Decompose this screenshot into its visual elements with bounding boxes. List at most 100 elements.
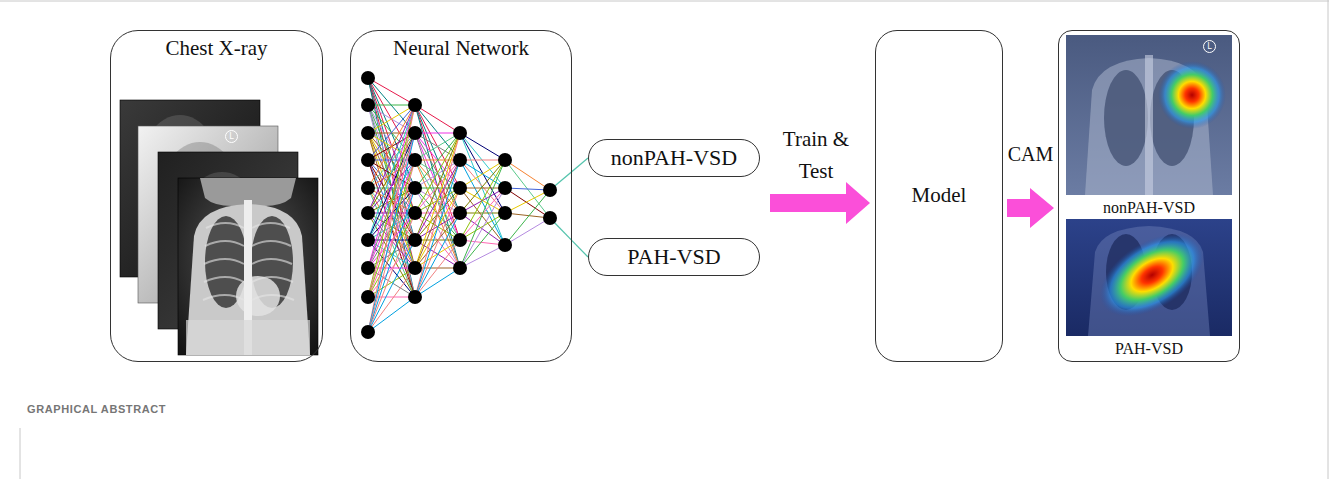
neuron <box>408 153 422 167</box>
heatmap-spine <box>1145 55 1153 195</box>
block-arrow <box>1007 188 1054 228</box>
network-link <box>368 160 415 297</box>
neuron <box>408 181 422 195</box>
xray-rib <box>204 259 244 264</box>
train-arrow <box>770 182 870 224</box>
neuron <box>453 181 467 195</box>
network-link <box>368 297 415 332</box>
network-link <box>368 133 415 332</box>
network-link <box>368 240 415 297</box>
heatmap-caption: nonPAH-VSD <box>1099 198 1199 217</box>
xray-rib <box>204 277 244 282</box>
heatmap-image <box>1066 35 1232 336</box>
network-link <box>368 78 415 268</box>
frame-line <box>20 428 21 479</box>
class-box: nonPAH-VSD <box>588 139 760 177</box>
xray-rib <box>203 295 244 300</box>
neuron <box>498 238 512 252</box>
connector <box>1007 188 1054 228</box>
neuron <box>408 98 422 112</box>
neuron <box>408 290 422 304</box>
panel-title: Neural Network <box>393 36 529 61</box>
network-link <box>505 160 550 190</box>
network-link <box>460 213 505 240</box>
network-neurons <box>361 71 557 339</box>
neuron <box>408 126 422 140</box>
neuron <box>453 233 467 247</box>
neuron <box>361 325 375 339</box>
section-tag: GRAPHICAL ABSTRACT <box>27 403 166 416</box>
heatmap-chest <box>1085 219 1218 336</box>
xray-ribs <box>203 223 294 300</box>
heatmap-caption: PAH-VSD <box>1111 339 1187 358</box>
connector <box>572 158 588 171</box>
network-link <box>368 160 415 297</box>
neuron <box>361 153 375 167</box>
network-link <box>415 268 460 297</box>
xray-rib <box>206 223 244 228</box>
xray-rib <box>252 223 290 228</box>
xray-rib <box>252 259 292 264</box>
network-link <box>460 160 505 245</box>
network-link <box>368 78 415 213</box>
network-link <box>368 105 415 106</box>
network-link <box>368 213 415 297</box>
neuron <box>498 153 512 167</box>
network-link <box>460 188 505 268</box>
network-link <box>460 160 505 188</box>
neuron <box>361 181 375 195</box>
network-link <box>505 218 550 245</box>
neuron <box>361 126 375 140</box>
neuron <box>453 126 467 140</box>
neuron <box>453 261 467 275</box>
xray-image <box>178 178 318 355</box>
network-link <box>460 160 505 188</box>
xray-stack <box>120 100 318 355</box>
frame-line <box>1328 0 1329 479</box>
heat-spot <box>1085 219 1218 334</box>
class-box: PAH-VSD <box>588 238 760 276</box>
neuron <box>498 181 512 195</box>
neuron <box>498 206 512 220</box>
network-link <box>460 188 505 245</box>
neuron <box>543 183 557 197</box>
xray-rib <box>252 241 291 246</box>
side-marker: L <box>225 130 238 143</box>
side-marker: L <box>1203 40 1216 53</box>
network-link <box>460 133 505 160</box>
heatmap-lung <box>1104 70 1148 166</box>
class-label: nonPAH-VSD <box>611 145 737 171</box>
class-label: PAH-VSD <box>627 244 720 270</box>
result-panel: nonPAH-VSD PAH-VSD <box>1058 30 1240 362</box>
network-link <box>368 78 415 160</box>
network-link <box>460 245 505 268</box>
network-links <box>368 78 572 332</box>
neuron <box>361 98 375 112</box>
xray-rib <box>252 277 293 282</box>
neuron <box>543 211 557 225</box>
network-panel: Neural Network <box>350 30 572 362</box>
network-link <box>368 105 415 297</box>
neuron <box>453 206 467 220</box>
neuron <box>361 71 375 85</box>
connector-line <box>572 241 588 257</box>
neuron <box>361 290 375 304</box>
network-link <box>415 188 460 297</box>
neuron <box>361 233 375 247</box>
network-link <box>368 240 415 332</box>
frame-line <box>0 1 1329 2</box>
xray-chest <box>186 178 310 355</box>
network-link <box>368 268 415 332</box>
xray-rib <box>205 241 244 246</box>
panel-title: Chest X-ray <box>165 36 267 61</box>
heat-spot <box>1158 61 1226 129</box>
network-link <box>368 105 415 332</box>
step-label: Train & Test <box>766 123 866 187</box>
neuron <box>408 206 422 220</box>
network-link <box>368 188 415 297</box>
input-panel: Chest X-ray <box>110 30 323 362</box>
connector <box>572 241 588 257</box>
connector-line <box>572 158 588 171</box>
network-link <box>415 133 460 297</box>
